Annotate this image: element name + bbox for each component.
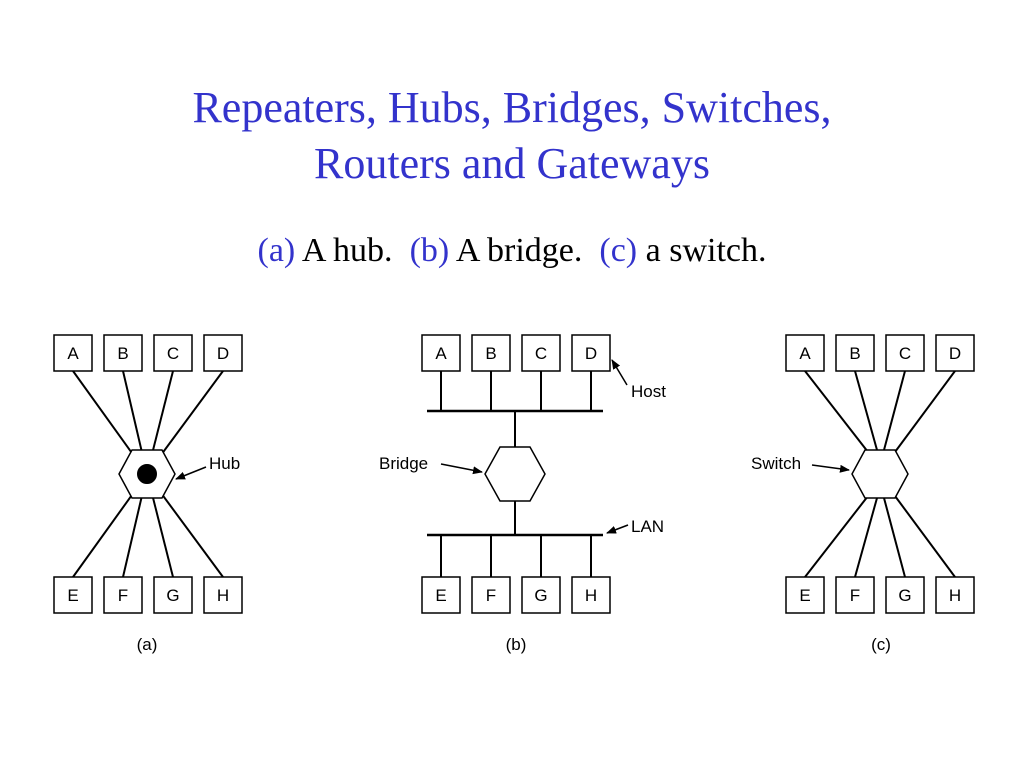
slide-title: Repeaters, Hubs, Bridges, Switches, Rout…: [0, 80, 1024, 192]
host-letter: E: [435, 586, 446, 605]
host-box: F: [835, 576, 875, 614]
host-box: D: [935, 334, 975, 372]
title-line-1: Repeaters, Hubs, Bridges, Switches,: [192, 83, 832, 132]
host-box: F: [103, 576, 143, 614]
subtitle-text-b: A bridge.: [449, 232, 600, 269]
host-letter: H: [949, 586, 961, 605]
host-box-frame: [471, 576, 511, 614]
host-letter: F: [486, 586, 496, 605]
host-box-frame: [203, 334, 243, 372]
host-box: B: [471, 334, 511, 372]
host-box-frame: [935, 334, 975, 372]
subtitle-label-c: (c): [599, 232, 638, 269]
host-box: C: [153, 334, 193, 372]
switch-hexagon: [851, 449, 909, 499]
hub-center-dot: [137, 464, 157, 484]
host-letter: D: [949, 344, 961, 363]
host-letter: D: [585, 344, 597, 363]
host-box: A: [785, 334, 825, 372]
host-letter: B: [485, 344, 496, 363]
host-letter: B: [849, 344, 860, 363]
host-letter: A: [435, 344, 447, 363]
slide-subtitle: (a) A hub. (b) A bridge. (c) a switch.: [0, 232, 1024, 270]
host-box: B: [835, 334, 875, 372]
host-letter: G: [898, 586, 911, 605]
host-box-frame: [835, 576, 875, 614]
host-box-frame: [471, 334, 511, 372]
host-box-frame: [571, 576, 611, 614]
subtitle-label-a: (a): [257, 232, 296, 269]
host-box-frame: [153, 334, 193, 372]
host-boxes: A B C D E F G H A B C D E F G H A B C D E F G H: [53, 334, 975, 614]
bridge-hexagon: [484, 446, 546, 502]
host-box-frame: [885, 334, 925, 372]
host-box-frame: [421, 576, 461, 614]
panel-c-caption: (c): [871, 635, 891, 654]
host-letter: F: [118, 586, 128, 605]
host-letter: B: [117, 344, 128, 363]
host-letter: H: [585, 586, 597, 605]
host-letter: D: [217, 344, 229, 363]
host-box-frame: [785, 334, 825, 372]
host-box: E: [53, 576, 93, 614]
title-line-2: Routers and Gateways: [314, 139, 710, 188]
host-box-frame: [521, 576, 561, 614]
host-letter: E: [67, 586, 78, 605]
host-box-frame: [785, 576, 825, 614]
host-box-frame: [153, 576, 193, 614]
host-box: C: [521, 334, 561, 372]
panel-c-switch: [804, 370, 956, 578]
host-letter: C: [535, 344, 547, 363]
hub-label: Hub: [209, 454, 240, 473]
subtitle-text-c: a switch.: [637, 232, 767, 269]
switch-label: Switch: [751, 454, 801, 473]
host-box: E: [421, 576, 461, 614]
host-box-frame: [53, 334, 93, 372]
subtitle-label-b: (b): [409, 232, 450, 269]
bridge-label: Bridge: [379, 454, 428, 473]
host-letter: C: [899, 344, 911, 363]
host-box: G: [521, 576, 561, 614]
host-letter: C: [167, 344, 179, 363]
host-letter: A: [67, 344, 79, 363]
host-box: D: [571, 334, 611, 372]
host-box-frame: [521, 334, 561, 372]
host-box: B: [103, 334, 143, 372]
host-box-frame: [571, 334, 611, 372]
panel-a-caption: (a): [137, 635, 158, 654]
panel-b-caption: (b): [506, 635, 527, 654]
host-box: G: [885, 576, 925, 614]
host-box: F: [471, 576, 511, 614]
host-box-frame: [203, 576, 243, 614]
host-letter: G: [534, 586, 547, 605]
host-box-frame: [103, 334, 143, 372]
host-letter: H: [217, 586, 229, 605]
panel-a-hub: [72, 370, 224, 578]
host-box: A: [53, 334, 93, 372]
host-box-frame: [885, 576, 925, 614]
host-box-frame: [103, 576, 143, 614]
host-box-frame: [53, 576, 93, 614]
lan-label: LAN: [631, 517, 664, 536]
panel-b-bridge: [427, 359, 629, 577]
host-box-frame: [935, 576, 975, 614]
host-box: C: [885, 334, 925, 372]
host-label: Host: [631, 382, 666, 401]
host-box: A: [421, 334, 461, 372]
host-box: D: [203, 334, 243, 372]
host-letter: E: [799, 586, 810, 605]
host-letter: A: [799, 344, 811, 363]
host-box-frame: [421, 334, 461, 372]
host-box-frame: [835, 334, 875, 372]
host-box: H: [935, 576, 975, 614]
host-box: G: [153, 576, 193, 614]
host-box: E: [785, 576, 825, 614]
host-box: H: [571, 576, 611, 614]
subtitle-text-a: A hub.: [295, 232, 410, 269]
host-box: H: [203, 576, 243, 614]
host-letter: F: [850, 586, 860, 605]
host-letter: G: [166, 586, 179, 605]
